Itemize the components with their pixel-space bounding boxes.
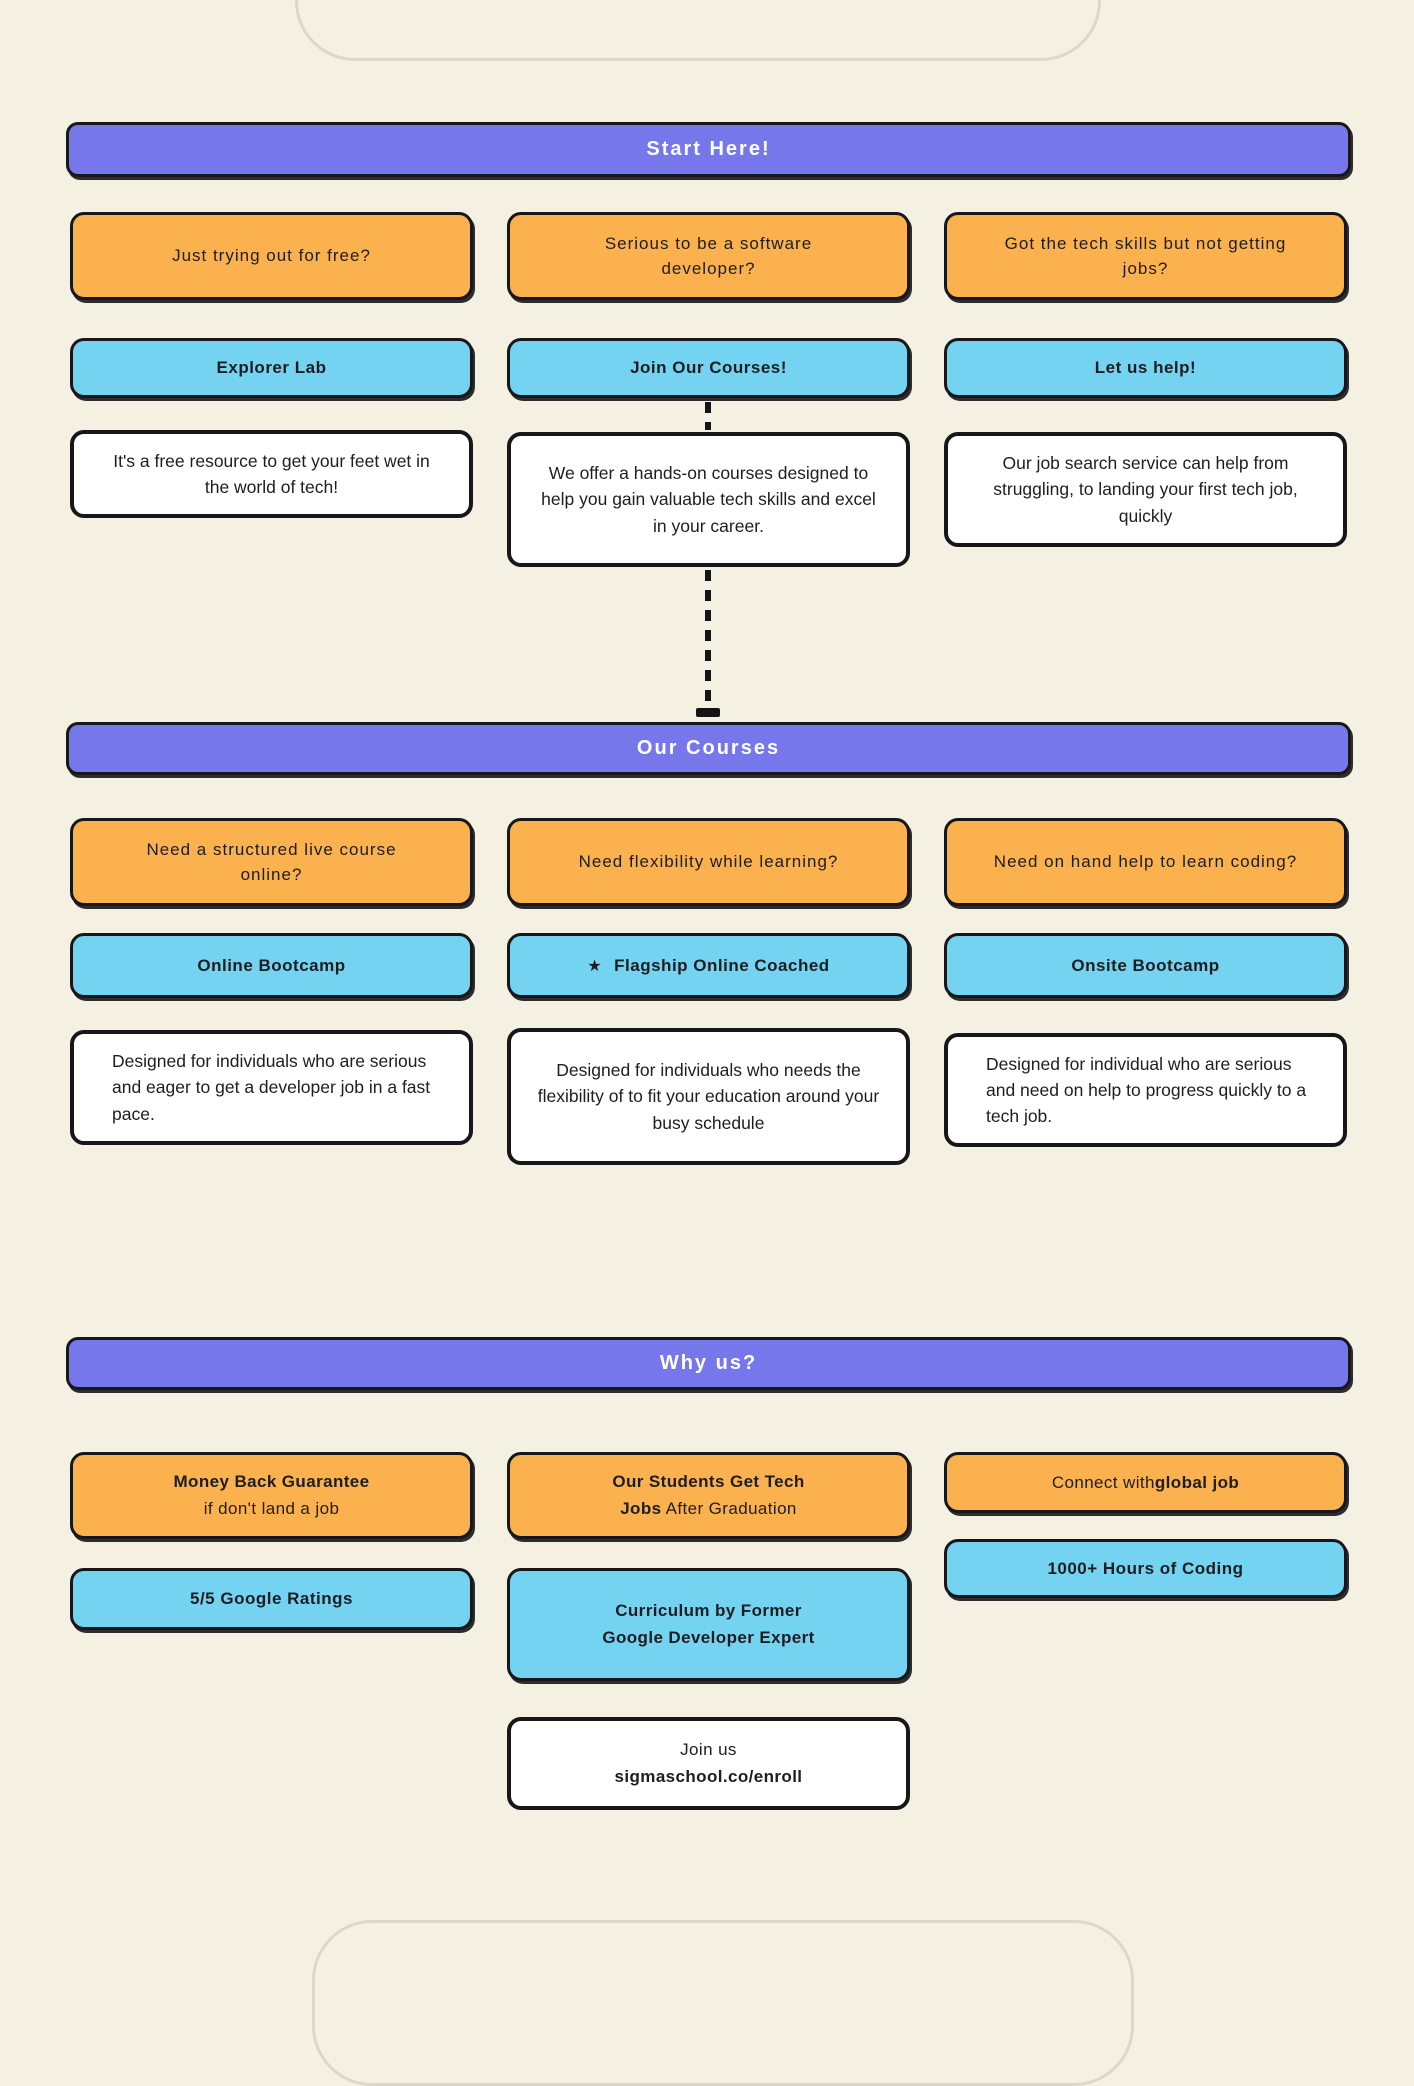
students-jobs-line1: Our Students Get Tech — [612, 1472, 805, 1492]
connect-text-bold: global job — [1154, 1472, 1240, 1492]
money-back-subtitle: if don't land a job — [203, 1498, 340, 1518]
enroll-url: sigmaschool.co/enroll — [614, 1766, 803, 1786]
curriculum-line1: Curriculum by Former — [615, 1601, 802, 1621]
card-money-back-guarantee: Money Back Guarantee if don't land a job — [70, 1452, 473, 1539]
description-courses: We offer a hands-on courses designed to … — [507, 432, 910, 567]
money-back-title: Money Back Guarantee — [173, 1472, 370, 1492]
question-free-trial: Just trying out for free? — [70, 212, 473, 300]
curriculum-line2: Google Developer Expert — [602, 1627, 815, 1647]
decorative-rounded-frame-bottom — [312, 1920, 1134, 2086]
description-online-bootcamp: Designed for individuals who are serious… — [70, 1030, 473, 1145]
join-us-text: Join us — [680, 1740, 737, 1760]
question-on-hand-help: Need on hand help to learn coding? — [944, 818, 1347, 906]
question-serious-developer: Serious to be a software developer? — [507, 212, 910, 300]
section-header-why-us: Why us? — [66, 1337, 1351, 1390]
students-jobs-line2-rest: After Graduation — [661, 1498, 797, 1518]
card-students-get-jobs: Our Students Get Tech Jobs After Graduat… — [507, 1452, 910, 1539]
dashed-connector-short — [705, 402, 711, 430]
card-curriculum-google-expert: Curriculum by Former Google Developer Ex… — [507, 1568, 910, 1681]
description-onsite-bootcamp: Designed for individual who are serious … — [944, 1033, 1347, 1147]
card-coding-hours: 1000+ Hours of Coding — [944, 1539, 1347, 1598]
label-flagship-online-coached: ★ Flagship Online Coached — [507, 933, 910, 998]
label-online-bootcamp: Online Bootcamp — [70, 933, 473, 998]
question-flexibility: Need flexibility while learning? — [507, 818, 910, 906]
label-onsite-bootcamp: Onsite Bootcamp — [944, 933, 1347, 998]
label-join-our-courses: Join Our Courses! — [507, 338, 910, 398]
card-google-ratings: 5/5 Google Ratings — [70, 1568, 473, 1630]
section-header-start-here: Start Here! — [66, 122, 1351, 177]
connect-text: Connect with — [1051, 1472, 1155, 1492]
card-connect-global-job: Connect with global job — [944, 1452, 1347, 1513]
description-job-search: Our job search service can help from str… — [944, 432, 1347, 547]
question-structured-live-course: Need a structured live course online? — [70, 818, 473, 906]
star-icon: ★ — [587, 957, 603, 975]
card-join-us: Join us sigmaschool.co/enroll — [507, 1717, 910, 1810]
decorative-rounded-frame-top — [295, 0, 1101, 61]
question-skills-no-jobs: Got the tech skills but not getting jobs… — [944, 212, 1347, 300]
students-jobs-line2-bold: Jobs — [620, 1498, 662, 1518]
label-let-us-help: Let us help! — [944, 338, 1347, 398]
section-header-our-courses: Our Courses — [66, 722, 1351, 775]
label-explorer-lab: Explorer Lab — [70, 338, 473, 398]
description-flagship: Designed for individuals who needs the f… — [507, 1028, 910, 1165]
description-explorer-lab: It's a free resource to get your feet we… — [70, 430, 473, 518]
dashed-connector-endcap — [696, 708, 720, 717]
dashed-connector-long — [705, 570, 711, 708]
students-jobs-line2: Jobs After Graduation — [620, 1496, 797, 1522]
flagship-label-text: Flagship Online Coached — [614, 955, 830, 975]
